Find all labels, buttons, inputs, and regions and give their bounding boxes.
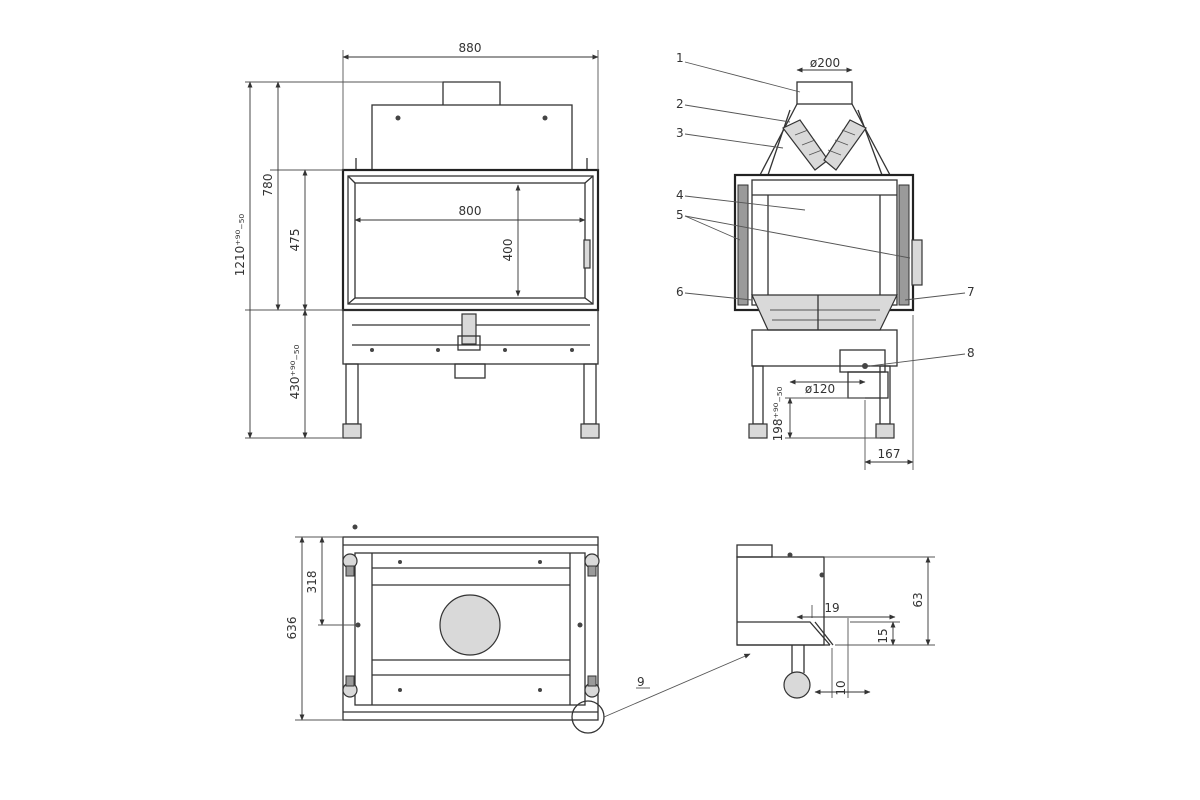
- front-view: [341, 81, 600, 439]
- dim-air-inlet-offset: 167: [878, 447, 901, 461]
- callout-2: 2: [676, 97, 684, 111]
- dim-door-height: 475: [288, 229, 302, 252]
- dim-depth: 636: [285, 617, 299, 640]
- callout-8: 8: [967, 346, 975, 360]
- dim-notch-width: 19: [824, 601, 839, 615]
- front-dimensions: 880 800 400 780 475 1210⁺⁹⁰₋₅₀ 430⁺⁹⁰₋₅₀: [233, 41, 599, 439]
- dim-half-depth: 318: [305, 571, 319, 594]
- callout-5: 5: [676, 208, 684, 222]
- dim-air-inlet-height: 198⁺⁹⁰₋₅₀: [771, 386, 785, 441]
- dim-detail-height: 63: [911, 592, 925, 607]
- dim-total-width: 880: [459, 41, 482, 55]
- detail-dimensions: 63 19 15 10 9: [603, 556, 935, 718]
- callout-9: 9: [637, 675, 645, 689]
- callout-7: 7: [967, 285, 975, 299]
- plan-dimensions: 636 318: [285, 536, 358, 721]
- side-view: [733, 81, 923, 439]
- dim-air-inlet-diameter: ø120: [805, 382, 835, 396]
- dim-glass-height: 400: [501, 239, 515, 262]
- dim-upper-height: 780: [261, 174, 275, 197]
- dim-foot-offset: 10: [834, 680, 848, 695]
- callout-3: 3: [676, 126, 684, 140]
- dim-glass-width: 800: [459, 204, 482, 218]
- dim-flue-diameter: ø200: [810, 56, 840, 70]
- detail-view: [736, 544, 834, 699]
- plan-view: [342, 524, 605, 734]
- callout-6: 6: [676, 285, 684, 299]
- dim-leg-height: 430⁺⁹⁰₋₅₀: [288, 344, 302, 399]
- dim-notch-height: 15: [876, 628, 890, 643]
- dim-total-height: 1210⁺⁹⁰₋₅₀: [233, 214, 247, 277]
- callout-1: 1: [676, 51, 684, 65]
- callout-4: 4: [676, 188, 684, 202]
- side-dimensions: ø200 ø120 198⁺⁹⁰₋₅₀ 167 1 2 3 4 5 6 7 8: [676, 51, 975, 470]
